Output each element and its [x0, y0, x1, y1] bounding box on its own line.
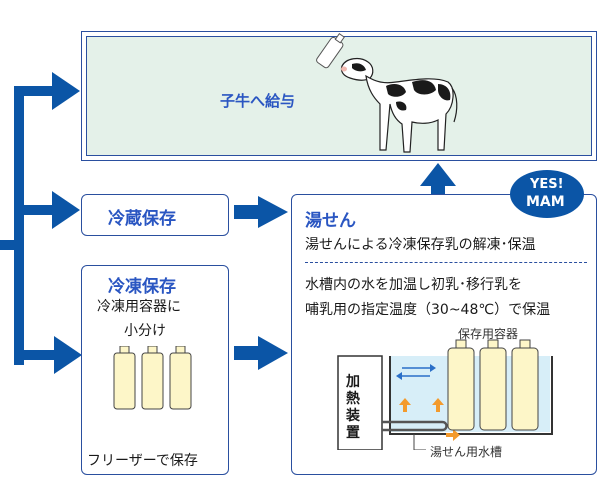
tank-leader-line	[413, 434, 426, 450]
arrow-to-refrigerate	[52, 191, 80, 229]
arrow-refrigerate-to-bath	[258, 196, 288, 228]
freeze-line1: 冷凍用容器に	[97, 299, 181, 315]
heater-char-1: 加	[346, 374, 360, 390]
heater-box	[337, 355, 383, 450]
freeze-bottom-label: フリーザーで保存	[87, 453, 198, 469]
tank-label: 湯せん用水槽	[430, 445, 503, 459]
containers-label: 保存用容器	[458, 327, 519, 341]
heater-char-4: 置	[346, 425, 360, 441]
arrow-to-freeze	[54, 336, 82, 374]
arrow-freeze-to-bath	[258, 336, 288, 370]
freeze-title: 冷凍保存	[108, 277, 176, 297]
freeze-line2: 小分け	[124, 323, 166, 339]
heater-char-2: 熱	[346, 391, 360, 407]
heater-pipe	[382, 420, 448, 432]
bath-desc-line1: 水槽内の水を加温し初乳･移行乳を	[305, 277, 522, 293]
heat-arrows	[399, 398, 460, 441]
badge-line1: YES!	[530, 177, 564, 192]
cow-icon	[316, 32, 458, 153]
tank-walls	[389, 356, 553, 435]
badge-line2: MAM	[526, 194, 565, 210]
bath-subtitle: 湯せんによる冷凍保存乳の解凍･保温	[305, 237, 536, 253]
bath-title: 湯せん	[305, 211, 356, 231]
feed-calf-title: 子牛へ給与	[220, 92, 296, 110]
refrigerate-title: 冷蔵保存	[108, 209, 176, 229]
heater-char-3: 装	[346, 408, 360, 424]
feed-calf-panel	[81, 31, 597, 161]
yes-mam-badge	[510, 170, 584, 218]
arrow-bath-to-feed	[420, 163, 456, 186]
bath-desc-line2: 哺乳用の指定温度（30~48℃）で保温	[305, 302, 551, 318]
bath-divider	[305, 262, 587, 263]
heater-label: 加 熱 装 置	[345, 374, 361, 442]
arrow-to-feed	[52, 72, 80, 110]
bottle-icon	[316, 32, 345, 69]
left-stub	[0, 240, 14, 250]
trunk-bar	[14, 90, 24, 365]
freezer-containers-icon	[113, 346, 192, 410]
water-bath-diagram	[337, 339, 553, 450]
refrigerate-box	[81, 194, 229, 236]
